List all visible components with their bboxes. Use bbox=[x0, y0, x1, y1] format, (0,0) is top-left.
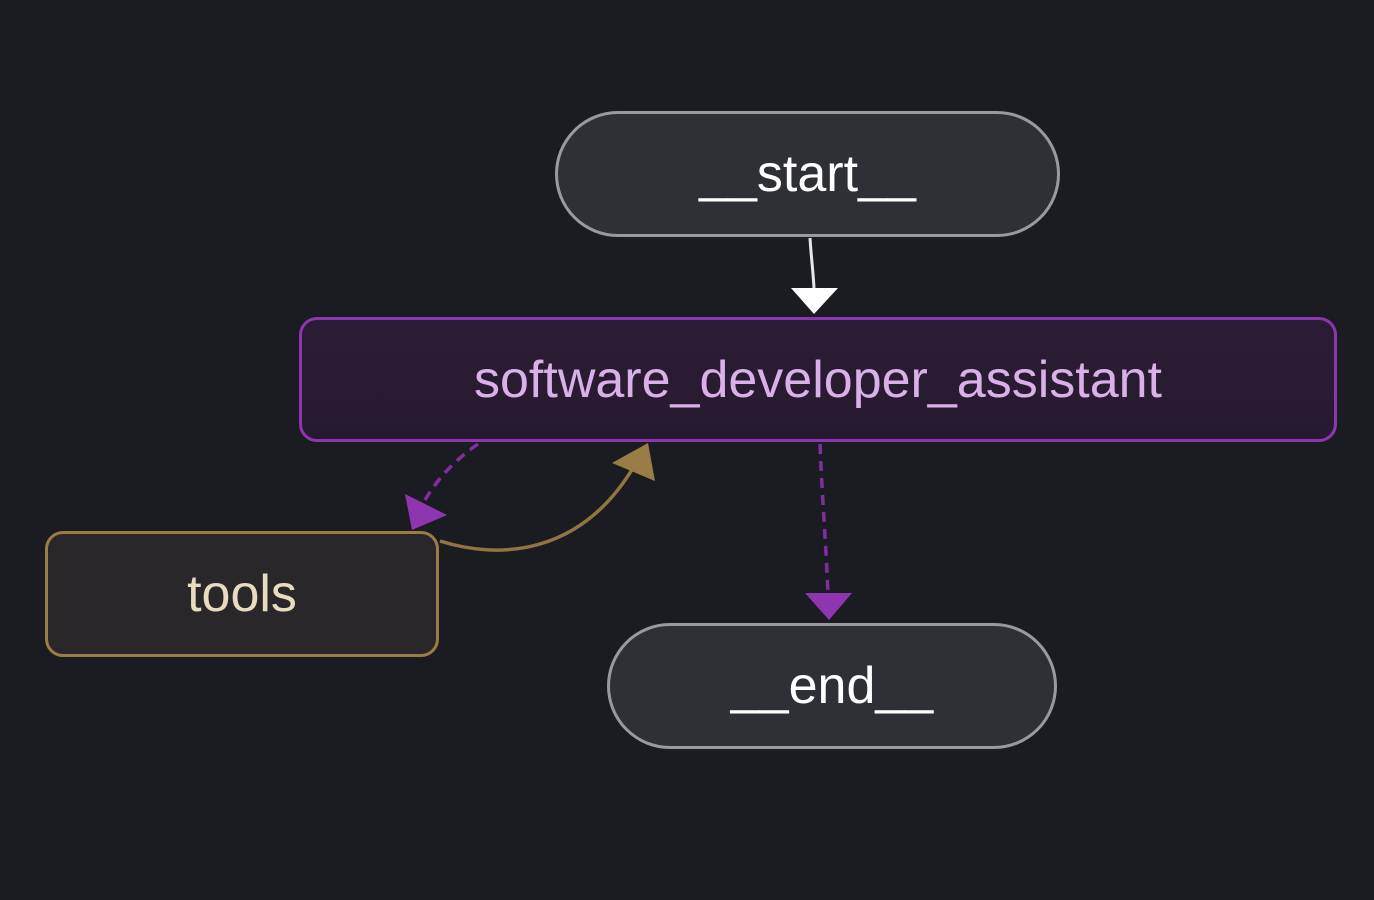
tools-node[interactable]: tools bbox=[45, 531, 439, 657]
edge-agent-to-tools-arrowhead bbox=[405, 494, 447, 530]
software-developer-assistant-node[interactable]: software_developer_assistant bbox=[299, 317, 1337, 442]
end-node-label: __end__ bbox=[730, 657, 934, 715]
edge-start-to-agent bbox=[791, 237, 838, 314]
edge-agent-to-end-arrowhead bbox=[805, 593, 852, 620]
edge-start-to-agent-arrowhead bbox=[791, 288, 838, 314]
edge-agent-to-tools-line bbox=[423, 442, 479, 501]
end-node[interactable]: __end__ bbox=[607, 623, 1057, 749]
tools-node-label: tools bbox=[187, 565, 297, 623]
edge-start-to-agent-line bbox=[808, 237, 816, 289]
software-developer-assistant-node-label: software_developer_assistant bbox=[474, 350, 1162, 409]
edge-tools-to-agent bbox=[439, 443, 655, 552]
start-node-label: __start__ bbox=[699, 145, 916, 203]
start-node[interactable]: __start__ bbox=[555, 111, 1060, 237]
edge-agent-to-end bbox=[805, 443, 852, 620]
edge-agent-to-end-line bbox=[818, 443, 830, 595]
edge-tools-to-agent-arrowhead bbox=[612, 443, 655, 481]
edge-tools-to-agent-line bbox=[439, 467, 635, 552]
edge-agent-to-tools bbox=[405, 442, 479, 530]
